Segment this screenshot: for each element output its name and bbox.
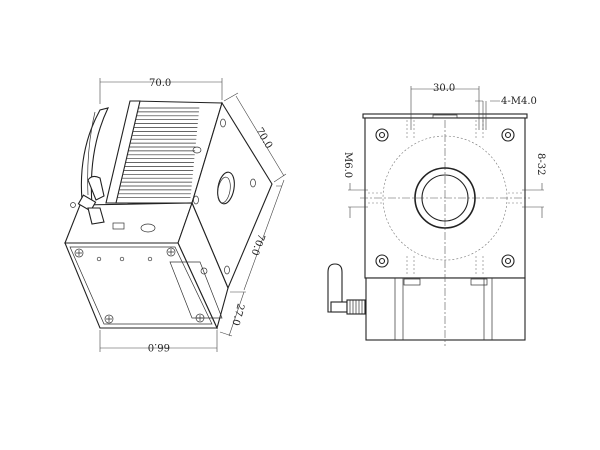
lower-housing [365, 277, 526, 341]
iso-dimensions [99, 78, 287, 352]
aperture-outer [414, 167, 476, 229]
dim-left-thread: M6.0 [342, 152, 353, 178]
isometric-view: 70.0 70.0 70.0 27.0 66.0 [64, 78, 287, 352]
dim-mount-threads: 4-M4.0 [501, 96, 537, 107]
front-dimensions [348, 86, 544, 218]
dim-right-thread: 8-32 [535, 153, 546, 175]
dim-right-depth: 70.0 [253, 126, 274, 151]
dim-top-width: 70.0 [149, 78, 171, 89]
antenna [327, 263, 366, 315]
heatsink-fins [117, 107, 200, 199]
dim-hole-spacing: 30.0 [433, 83, 455, 94]
front-view: 30.0 4-M4.0 M6.0 8-32 [327, 83, 546, 346]
dim-box-depth: 27.0 [229, 302, 245, 326]
dim-right-height: 70.0 [249, 232, 267, 257]
screws [74, 247, 208, 324]
antenna-connector [70, 175, 105, 225]
side-cutout [169, 261, 223, 319]
corner-screws [375, 128, 515, 268]
hidden-threads [368, 120, 524, 276]
dim-bottom-width: 66.0 [148, 341, 170, 352]
aperture-inner [421, 174, 469, 222]
box-front [64, 242, 218, 329]
box-top [64, 202, 193, 244]
aperture [217, 171, 235, 205]
